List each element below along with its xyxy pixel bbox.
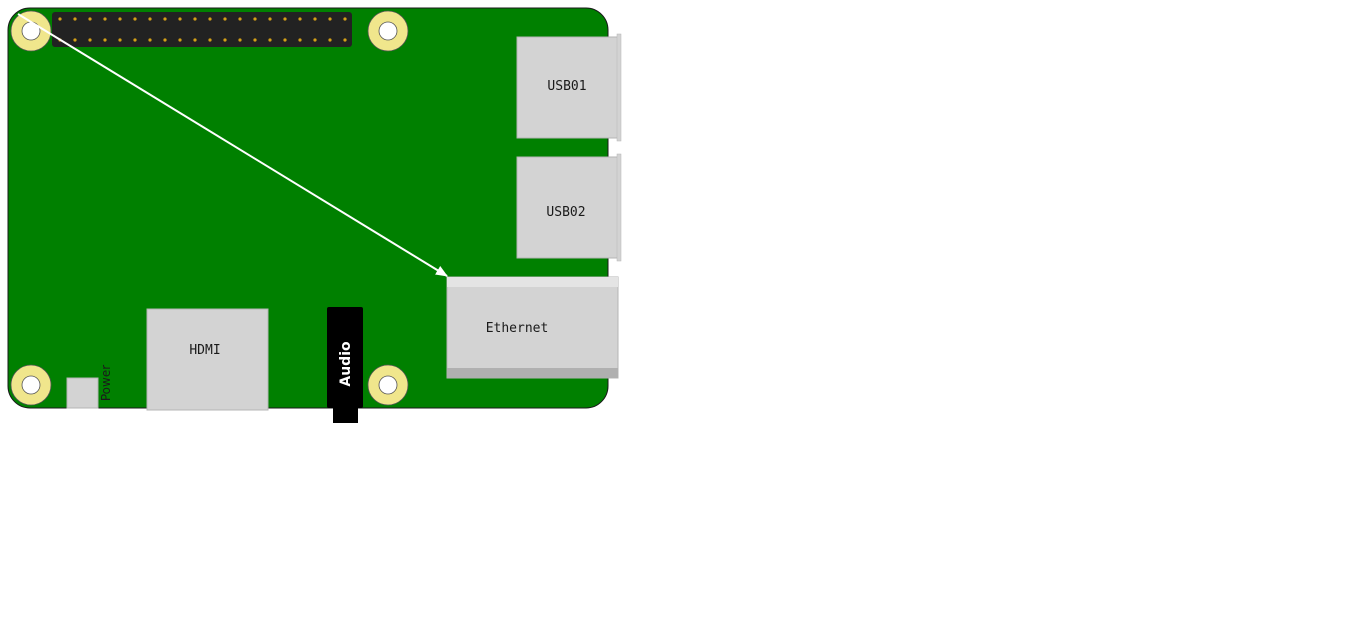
gpio-pin (103, 17, 107, 21)
mounting-hole-bottom-left (10, 364, 52, 406)
gpio-pin (88, 17, 92, 21)
gpio-pin (268, 38, 272, 42)
gpio-pin (133, 17, 137, 21)
power-label: Power (99, 365, 113, 401)
gpio-pin (283, 17, 287, 21)
usb02-label: USB02 (546, 205, 585, 220)
gpio-pin (178, 17, 182, 21)
gpio-pin (238, 38, 242, 42)
gpio-pin (193, 38, 197, 42)
gpio-pin (298, 38, 302, 42)
gpio-pin (253, 17, 257, 21)
ethernet-port: Ethernet (446, 276, 619, 379)
gpio-pin (238, 17, 242, 21)
gpio-pin (73, 17, 77, 21)
gpio-pin (313, 38, 317, 42)
gpio-pin (223, 38, 227, 42)
gpio-pin (163, 17, 167, 21)
gpio-pin (148, 17, 152, 21)
mounting-hole-top-right (367, 10, 409, 52)
gpio-pin (343, 17, 347, 21)
gpio-pin (73, 38, 77, 42)
gpio-header (52, 12, 352, 47)
connection-arrow (17, 13, 448, 277)
gpio-pin (298, 17, 302, 21)
gpio-pin (178, 38, 182, 42)
gpio-pin (58, 17, 62, 21)
gpio-pin (328, 38, 332, 42)
gpio-pin (133, 38, 137, 42)
gpio-pin (313, 17, 317, 21)
gpio-pin (268, 17, 272, 21)
hdmi-port: HDMI (146, 308, 269, 411)
gpio-pin (328, 17, 332, 21)
hdmi-label: HDMI (189, 343, 220, 358)
audio-jack: Audio (327, 307, 363, 423)
gpio-pin (163, 38, 167, 42)
power-port: Power (66, 365, 113, 409)
gpio-pin (103, 38, 107, 42)
gpio-pin (118, 17, 122, 21)
gpio-pin (253, 38, 257, 42)
ethernet-label: Ethernet (486, 321, 549, 336)
usb01-label: USB01 (547, 79, 586, 94)
gpio-pin (118, 38, 122, 42)
gpio-pin (148, 38, 152, 42)
mounting-hole-bottom-right (367, 364, 409, 406)
gpio-pin (343, 38, 347, 42)
audio-label: Audio (338, 341, 354, 387)
usb01-port: USB01 (516, 33, 622, 142)
gpio-pin (223, 17, 227, 21)
usb02-port: USB02 (516, 153, 622, 262)
gpio-pin (88, 38, 92, 42)
gpio-pin (208, 38, 212, 42)
gpio-pin (208, 17, 212, 21)
gpio-pin (193, 17, 197, 21)
gpio-pin (283, 38, 287, 42)
